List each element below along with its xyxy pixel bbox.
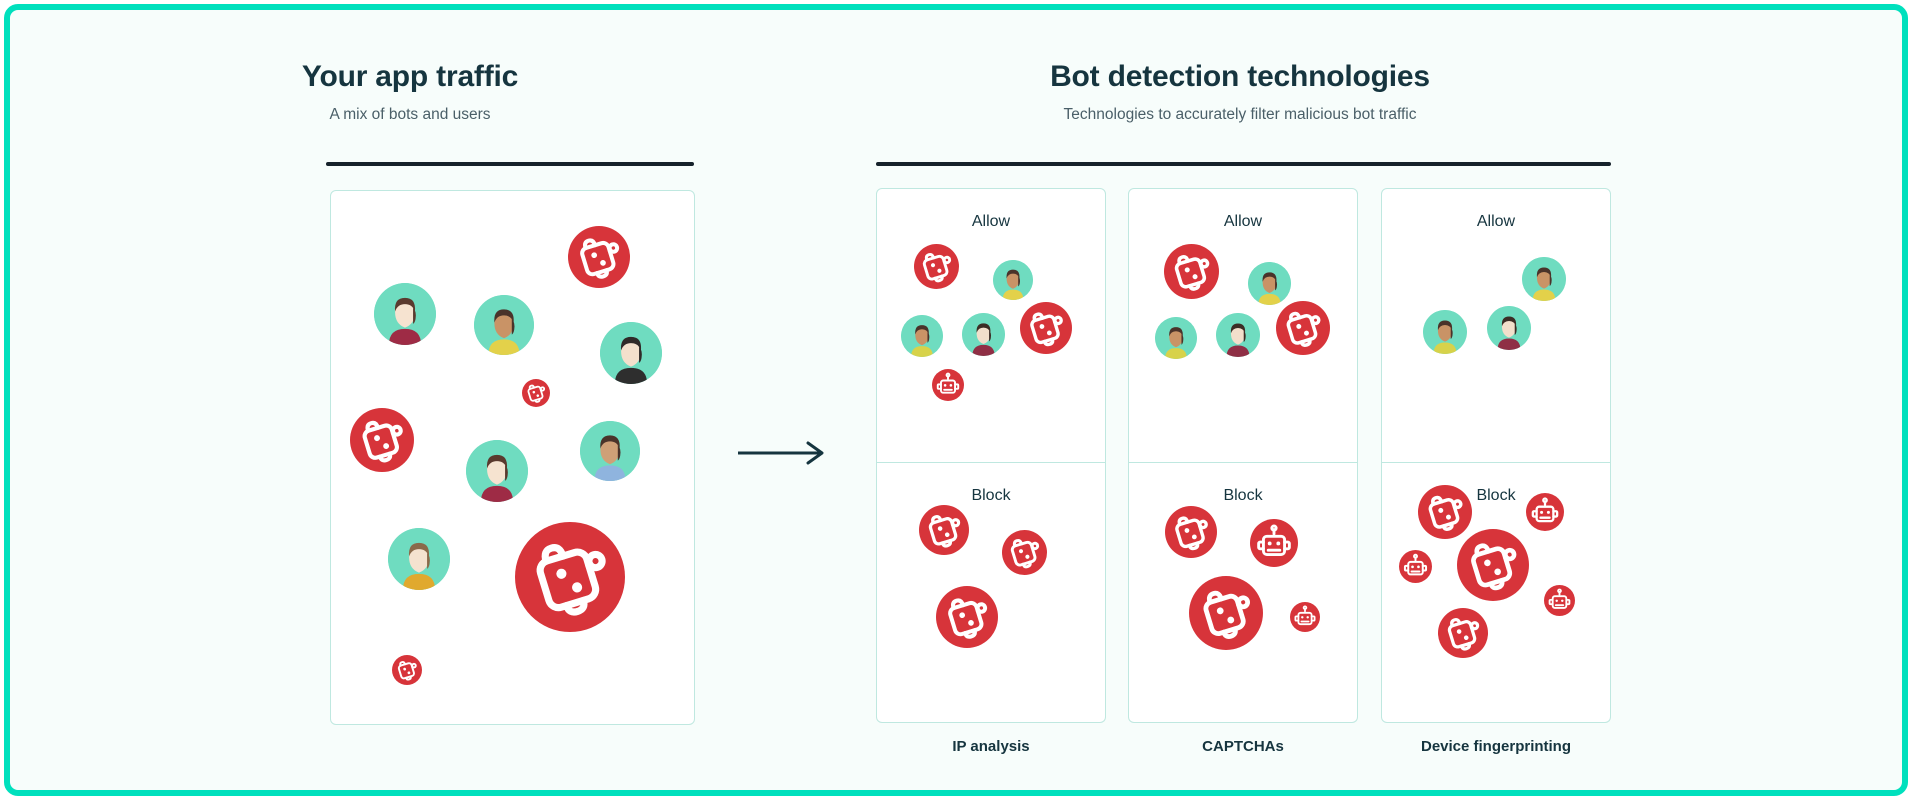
allow-label-col1: Allow (971, 213, 1011, 230)
user-avatar-icon (1522, 257, 1566, 301)
user-token (1522, 257, 1566, 301)
bot-token (1164, 244, 1219, 299)
bot-token (1526, 493, 1564, 531)
left-subtitle: A mix of bots and users (329, 106, 491, 123)
user-token (901, 315, 943, 357)
bot-token (1544, 585, 1575, 616)
block-tokens-col1 (877, 463, 1105, 722)
bot-tablet-icon (1471, 543, 1517, 591)
block-label-col1: Block (971, 487, 1011, 504)
bot-tablet-icon (948, 598, 988, 639)
block-panel-col3: Block (1381, 463, 1611, 723)
right-title: Bot detection technologies (1050, 60, 1430, 93)
bot-token (936, 586, 998, 648)
caption-col1: IP analysis (952, 738, 1030, 755)
bot-head-icon (1403, 553, 1428, 576)
user-avatar-icon (993, 260, 1033, 300)
block-label-col3: Block (1476, 487, 1516, 504)
bot-tablet-icon (1447, 618, 1480, 651)
bot-tablet-icon (1428, 495, 1463, 531)
bot-token (1438, 608, 1488, 658)
left-title: Your app traffic (301, 60, 519, 93)
user-token (993, 260, 1033, 300)
bot-tablet-icon (928, 515, 961, 548)
block-panel-col1: Block (876, 463, 1106, 723)
user-token (1216, 313, 1260, 357)
bot-head-icon (1294, 605, 1316, 626)
bot-tablet-icon (1286, 311, 1321, 347)
user-avatar-icon (901, 315, 943, 357)
bot-head-icon (1531, 497, 1559, 523)
allow-tokens-col1 (877, 189, 1105, 462)
bot-tablet-icon (1203, 590, 1251, 639)
user-token (1155, 317, 1197, 359)
user-avatar-icon (1155, 317, 1197, 359)
bot-token (1189, 576, 1263, 650)
allow-label-col3: Allow (1476, 213, 1516, 230)
allow-label-col2: Allow (1223, 213, 1263, 230)
user-avatar-icon (1487, 306, 1531, 350)
bot-token (1290, 602, 1320, 632)
user-avatar-icon (1423, 310, 1467, 354)
app-traffic-panel (330, 190, 695, 725)
bot-token (914, 244, 959, 289)
bot-token (1020, 302, 1072, 354)
bot-token (932, 369, 964, 401)
block-tokens-col3 (1382, 463, 1610, 722)
bot-token (919, 505, 969, 555)
block-tokens-col2 (1129, 463, 1357, 722)
user-token (962, 313, 1005, 356)
bot-token (1457, 529, 1529, 601)
user-token (1248, 262, 1291, 305)
left-divider (326, 162, 694, 166)
user-token (1423, 310, 1467, 354)
bot-tablet-icon (1030, 312, 1063, 347)
bot-head-icon (1548, 588, 1571, 609)
bot-token (1418, 485, 1472, 539)
allow-panel-col3: Allow (1381, 188, 1611, 463)
bot-head-icon (936, 372, 960, 394)
bot-tablet-icon (1174, 255, 1210, 291)
diagram-frame: Your app traffic A mix of bots and users… (4, 4, 1908, 796)
allow-tokens-col2 (1129, 189, 1357, 462)
block-label-col2: Block (1223, 487, 1263, 504)
bot-token (1165, 506, 1217, 558)
user-avatar-icon (962, 313, 1005, 356)
bot-head-icon (1257, 524, 1291, 556)
block-panel-col2: Block (1128, 463, 1358, 723)
allow-panel-col1: Allow (876, 188, 1106, 463)
flow-arrow (736, 440, 831, 471)
bot-token (1002, 530, 1047, 575)
bot-token (1399, 550, 1432, 583)
user-avatar-icon (1216, 313, 1260, 357)
bot-token (1250, 519, 1298, 567)
bot-tablet-icon (1175, 516, 1208, 551)
caption-col2: CAPTCHAs (1202, 738, 1284, 755)
allow-panel-col2: Allow (1128, 188, 1358, 463)
user-avatar-icon (1248, 262, 1291, 305)
bot-tablet-icon (922, 253, 952, 283)
caption-col3: Device fingerprinting (1420, 738, 1572, 755)
allow-tokens-col3 (1382, 189, 1610, 462)
bot-tablet-icon (1010, 539, 1040, 569)
right-subtitle: Technologies to accurately filter malici… (1063, 106, 1417, 123)
right-divider (876, 162, 1611, 166)
user-token (1487, 306, 1531, 350)
bot-token (1276, 301, 1330, 355)
arrow-right-icon (738, 441, 824, 465)
